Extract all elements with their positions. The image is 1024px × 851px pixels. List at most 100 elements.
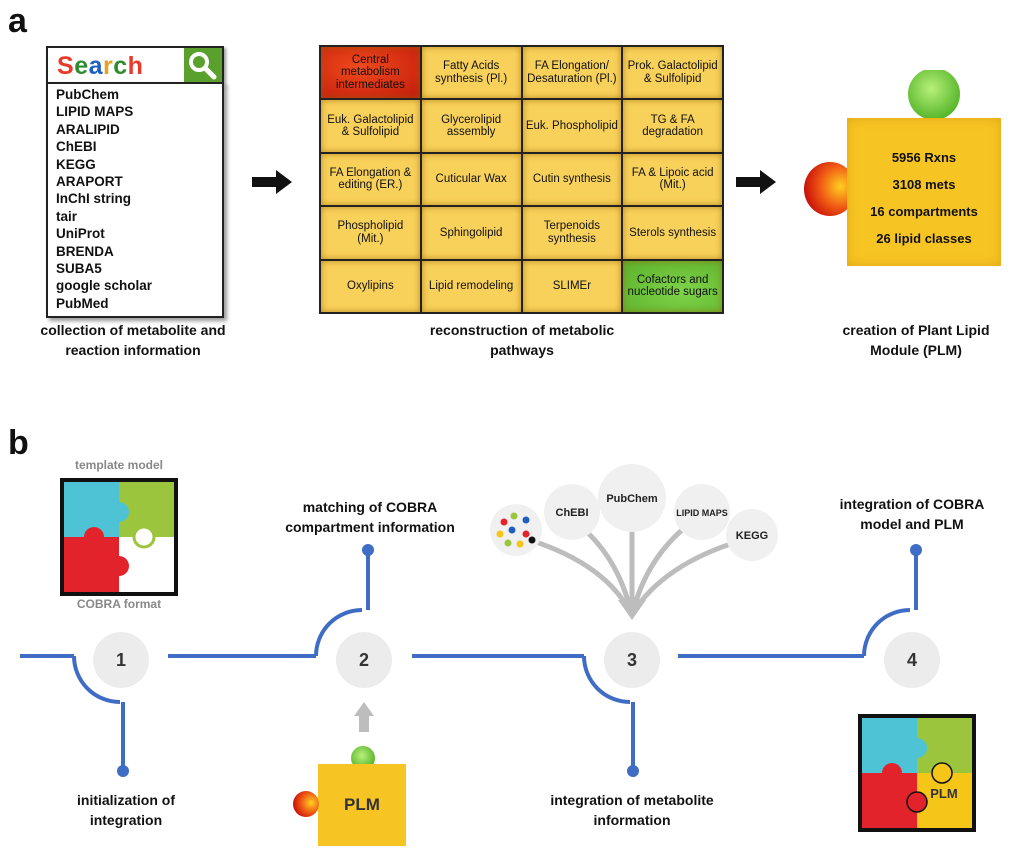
step-number: 1 bbox=[116, 650, 126, 670]
caption-line: reaction information bbox=[65, 342, 201, 358]
plm-module-box: 5956 Rxns 3108 mets 16 compartments 26 l… bbox=[847, 118, 1001, 266]
pathway-cell: Euk. Galactolipid & Sulfolipid bbox=[321, 100, 420, 152]
caption-line: model and PLM bbox=[860, 516, 964, 532]
source-item: BRENDA bbox=[56, 243, 114, 259]
step-number: 3 bbox=[627, 650, 637, 670]
source-item: LIPID MAPS bbox=[56, 104, 134, 120]
combined-model-icon: PLM bbox=[858, 714, 976, 832]
source-item: ARAPORT bbox=[56, 174, 123, 190]
timeline: 1 2 3 4 ChEBI PubChem LIPID MAPS KEGG bbox=[20, 464, 950, 777]
pathway-cell: SLIMEr bbox=[522, 260, 622, 312]
caption-line: integration of metabolite bbox=[550, 792, 714, 808]
database-label: PubChem bbox=[606, 493, 658, 505]
source-item: KEGG bbox=[56, 156, 96, 172]
step-node bbox=[326, 622, 402, 698]
source-item: InChI string bbox=[56, 191, 131, 207]
pathway-cell: FA Elongation/ Desaturation (Pl.) bbox=[522, 47, 622, 99]
source-item: ARALIPID bbox=[56, 121, 120, 137]
source-item: PubMed bbox=[56, 295, 109, 311]
up-arrow-icon bbox=[354, 702, 374, 716]
step-caption: integration of metabolite information bbox=[522, 790, 742, 830]
database-bubble bbox=[544, 484, 600, 540]
plm-stat: 3108 mets bbox=[892, 177, 956, 192]
plm-puzzle-piece: PLM bbox=[293, 746, 406, 846]
caption-line: initialization of bbox=[77, 792, 175, 808]
red-knob bbox=[804, 162, 856, 216]
plm-piece-label: PLM bbox=[344, 795, 380, 814]
search-letter: h bbox=[127, 52, 144, 80]
step-node bbox=[594, 622, 670, 698]
pathway-cell: FA & Lipoic acid (Mit.) bbox=[623, 153, 722, 206]
search-button bbox=[184, 48, 222, 84]
source-list: PubChem LIPID MAPS ARALIPID ChEBI KEGG A… bbox=[46, 82, 224, 318]
search-letter: S bbox=[57, 52, 75, 80]
plm-stat: 5956 Rxns bbox=[891, 150, 957, 165]
source-item: google scholar bbox=[56, 278, 153, 294]
pathway-cell: FA Elongation & editing (ER.) bbox=[321, 153, 420, 206]
right-arrow-icon bbox=[252, 170, 292, 194]
caption-line: Module (PLM) bbox=[870, 342, 962, 358]
caption-line: information bbox=[593, 812, 671, 828]
search-letter: c bbox=[113, 52, 128, 80]
pathway-cell: Cutin synthesis bbox=[522, 153, 622, 206]
pathway-cell: Phospholipid (Mit.) bbox=[321, 207, 420, 259]
database-bubble bbox=[726, 509, 778, 561]
caption-line: matching of COBRA bbox=[302, 499, 438, 515]
step-caption: integration of COBRA model and PLM bbox=[812, 494, 1012, 534]
caption-line: pathways bbox=[490, 342, 554, 358]
panel-b-label: b bbox=[8, 424, 29, 462]
caption-line: integration bbox=[89, 812, 163, 828]
panel-a-label: a bbox=[8, 2, 27, 40]
pathway-cell: Lipid remodeling bbox=[421, 260, 521, 312]
step-node bbox=[874, 622, 950, 698]
database-label: KEGG bbox=[736, 530, 768, 542]
source-item: PubChem bbox=[56, 87, 120, 102]
caption-plm: creation of Plant Lipid Module (PLM) bbox=[812, 320, 1020, 360]
merge-arrowhead-icon bbox=[618, 600, 646, 620]
database-label: LIPID MAPS bbox=[676, 508, 728, 518]
plm-stat: 16 compartments bbox=[870, 204, 978, 219]
pathway-cell: Glycerolipid assembly bbox=[421, 100, 521, 152]
search-letter: r bbox=[103, 52, 114, 80]
search-word: Search bbox=[57, 52, 143, 81]
right-arrow-icon bbox=[736, 170, 776, 194]
caption-line: reconstruction of metabolic bbox=[429, 322, 615, 338]
plm-stat: 26 lipid classes bbox=[876, 231, 972, 246]
search-box: Search bbox=[46, 46, 224, 86]
pathway-cell: Oxylipins bbox=[321, 260, 420, 312]
search-letter: e bbox=[74, 52, 89, 80]
pathway-cell: Prok. Galactolipid & Sulfolipid bbox=[623, 47, 722, 99]
database-bubble bbox=[674, 484, 730, 540]
pathway-cell: TG & FA degradation bbox=[623, 100, 722, 152]
source-item: UniProt bbox=[56, 226, 105, 242]
caption-line: compartment information bbox=[285, 519, 455, 535]
caption-line: creation of Plant Lipid bbox=[842, 322, 990, 338]
template-puzzle-icon bbox=[60, 478, 178, 596]
step-node bbox=[83, 622, 159, 698]
step-caption: matching of COBRA compartment informatio… bbox=[270, 497, 470, 537]
pathway-cell: Fatty Acids synthesis (Pl.) bbox=[421, 47, 521, 99]
search-letter: a bbox=[88, 52, 103, 80]
metabolite-cluster-icon bbox=[490, 504, 542, 556]
pathway-grid: Central metabolism intermediates Fatty A… bbox=[319, 45, 724, 314]
plm-puzzle-knobs bbox=[804, 70, 960, 216]
source-item: tair bbox=[56, 208, 78, 224]
final-piece-label: PLM bbox=[930, 786, 957, 801]
caption-line: integration of COBRA bbox=[839, 496, 985, 512]
pathway-cell: Sterols synthesis bbox=[623, 207, 722, 259]
pathway-cell: Euk. Phospholipid bbox=[522, 100, 622, 152]
caption-line: collection of metabolite and bbox=[40, 322, 226, 338]
step-number: 2 bbox=[359, 650, 369, 670]
source-item: ChEBI bbox=[56, 139, 97, 155]
pathway-cell: Cofactors and nucleotide sugars bbox=[623, 260, 722, 312]
database-bubble bbox=[598, 464, 666, 532]
pathway-cell: Cuticular Wax bbox=[421, 153, 521, 206]
pathway-cell: Central metabolism intermediates bbox=[321, 47, 420, 99]
pathway-cell: Sphingolipid bbox=[421, 207, 521, 259]
template-title: template model bbox=[74, 458, 164, 472]
database-label: ChEBI bbox=[556, 507, 589, 519]
green-knob bbox=[908, 70, 960, 120]
template-subtitle: COBRA format bbox=[76, 597, 162, 611]
magnifier-icon bbox=[189, 52, 217, 80]
step-number: 4 bbox=[907, 650, 917, 670]
